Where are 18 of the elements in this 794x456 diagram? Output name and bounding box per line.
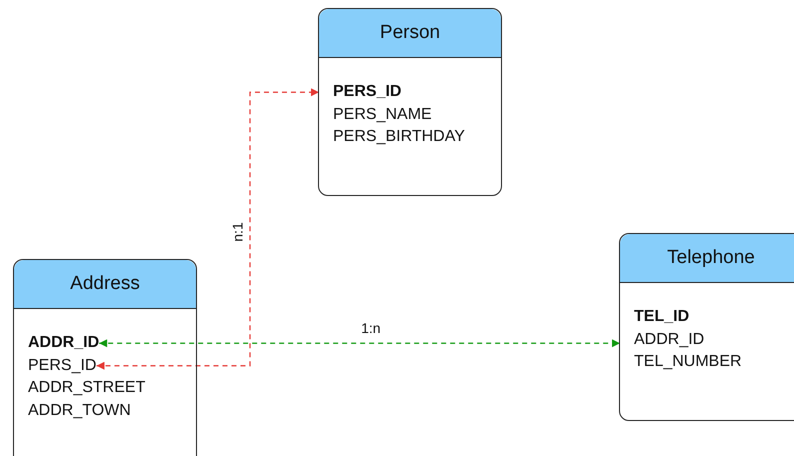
field-name: PERS_ID — [14, 354, 96, 377]
table-header: Telephone — [620, 234, 794, 283]
relationship-arrow — [96, 88, 319, 370]
primary-key-field: TEL_ID — [620, 306, 690, 328]
primary-key-field: PERS_ID — [319, 81, 402, 104]
table-header: Person — [319, 9, 501, 58]
field-name: ADDR_ID — [620, 328, 704, 351]
entity-table — [13, 259, 197, 456]
field-name: ADDR_STREET — [14, 377, 146, 400]
field-name: PERS_BIRTHDAY — [319, 126, 465, 148]
field-name: ADDR_TOWN — [14, 400, 131, 422]
entity-table — [318, 8, 502, 196]
table-header: Address — [14, 260, 196, 309]
field-name: PERS_NAME — [319, 104, 432, 126]
field-name: TEL_NUMBER — [620, 351, 742, 374]
primary-key-field: ADDR_ID — [14, 332, 100, 354]
relationship-arrow — [99, 339, 620, 348]
entity-table — [619, 233, 794, 421]
